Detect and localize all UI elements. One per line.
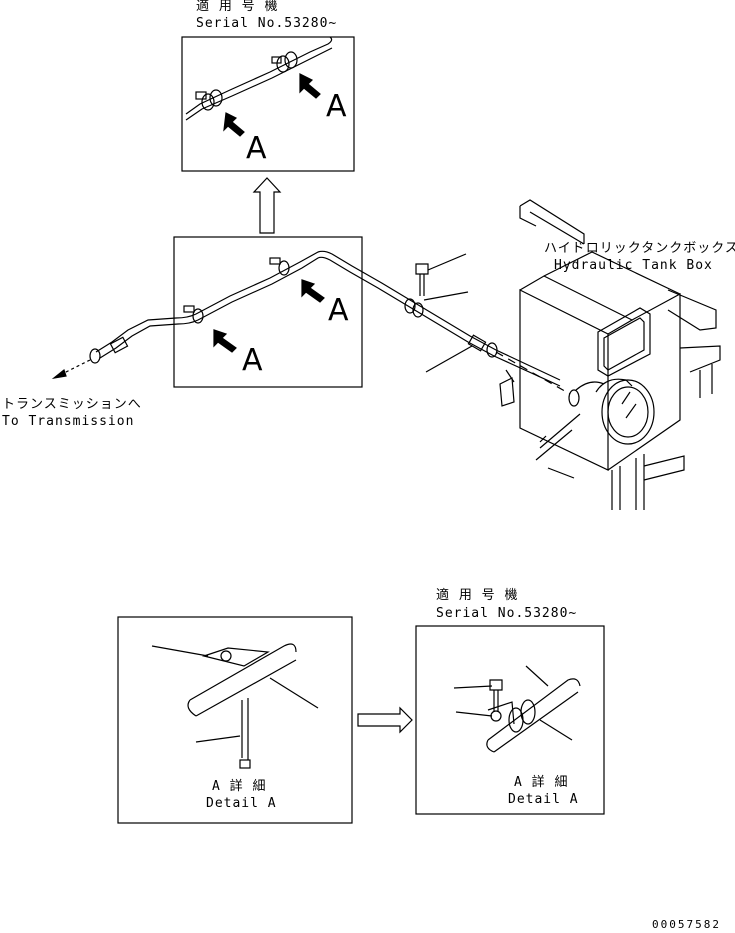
top-inset	[181, 36, 355, 172]
main-mark-a-left: A	[242, 343, 263, 378]
detail-right-serial-label: Serial No.53280~	[436, 606, 578, 621]
detail-left-box	[117, 616, 353, 824]
main-inset	[173, 236, 363, 388]
detail-left-title-jp: A 詳 細	[212, 779, 267, 794]
detail-left-title-en: Detail A	[206, 796, 277, 811]
top-serial-label: Serial No.53280~	[196, 16, 338, 31]
top-mark-a-left: A	[246, 131, 267, 166]
arrow-to-clamp-icon	[213, 329, 237, 353]
detail-right-title-jp: A 詳 細	[514, 775, 569, 790]
detail-right-applicable-label: 適 用 号 機	[436, 588, 519, 603]
direction-arrow-icon	[51, 368, 67, 379]
tank-jp-label: ハイドロリックタンクボックス	[544, 241, 735, 256]
top-mark-a-right: A	[326, 89, 347, 124]
drawing-number: 00057582	[652, 918, 721, 931]
arrow-to-clamp-icon	[223, 112, 245, 137]
hydraulic-tank-box	[499, 199, 721, 510]
arrow-to-clamp-icon	[301, 279, 325, 303]
main-mark-a-right: A	[328, 293, 349, 328]
tank-en-label: Hydraulic Tank Box	[554, 258, 713, 273]
destination-jp-label: トランスミッションへ	[2, 397, 142, 412]
up-arrow-icon	[252, 177, 282, 234]
right-arrow-icon	[357, 706, 413, 734]
destination-en-label: To Transmission	[2, 414, 135, 429]
top-applicable-label: 適 用 号 機	[196, 0, 279, 14]
detail-right-box	[415, 625, 605, 815]
detail-right-title-en: Detail A	[508, 792, 579, 807]
arrow-to-clamp-icon	[299, 73, 321, 99]
transmission-pipe	[51, 250, 571, 395]
